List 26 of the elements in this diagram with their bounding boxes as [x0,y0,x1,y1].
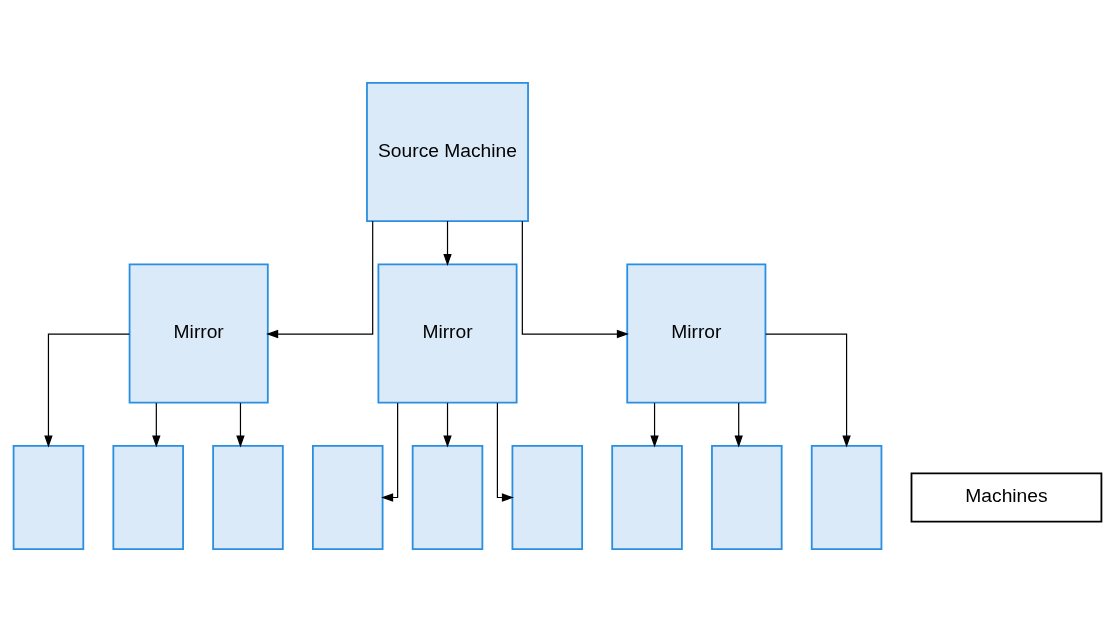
node-box: Source Machine [366,81,529,222]
node-box [112,444,184,551]
arrow [443,402,452,448]
node-box: Mirror [128,263,269,404]
node-box: Machines [910,472,1103,523]
node-box [312,444,384,551]
arrow [152,402,161,448]
arrow [650,402,659,448]
arrow [44,333,130,448]
arrow [496,402,514,502]
arrow [521,220,629,339]
node-box [810,444,883,551]
arrow [266,220,374,339]
node-box: Mirror [377,263,518,404]
node-box [12,444,85,551]
arrow [765,333,851,448]
node-box [711,444,783,551]
arrow [381,402,399,502]
arrow [236,402,245,448]
node-box [611,444,683,551]
node-box [212,444,284,551]
arrow [734,402,743,448]
node-box [511,444,584,551]
node-box [411,444,484,551]
arrow [443,220,452,266]
node-box: Mirror [626,263,767,404]
